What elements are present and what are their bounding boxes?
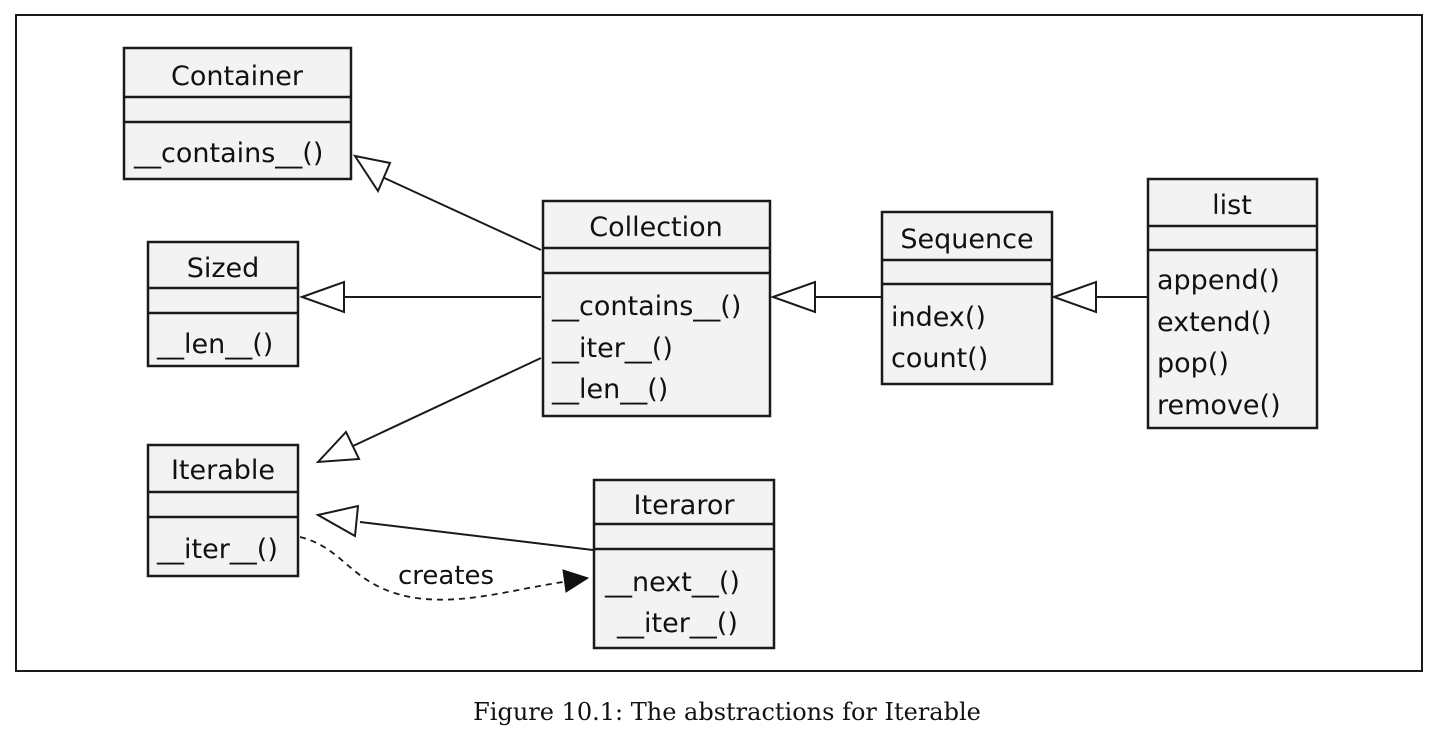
class-collection: Collection __contains__() __iter__() __l… (541, 199, 772, 418)
method: __len__() (156, 329, 273, 360)
class-iterable: Iterable __iter__() (146, 443, 300, 578)
inheritance-arrowhead-iterable (315, 430, 361, 464)
method: __iter__() (551, 333, 673, 364)
edge-collection-container (379, 175, 542, 251)
edge-iteraror-iterable (359, 521, 594, 551)
class-name: Container (171, 61, 304, 92)
method: index() (891, 302, 986, 333)
class-list: list append() extend() pop() remove() (1146, 177, 1319, 430)
class-name: Sized (187, 253, 260, 284)
method: pop() (1157, 348, 1229, 379)
inheritance-arrowhead-iterable-2 (315, 504, 360, 538)
method: __iter__() (616, 608, 738, 639)
class-container: Container __contains__() (122, 46, 353, 181)
class-iteraror: Iteraror __next__() __iter__() (592, 478, 776, 650)
class-name: list (1212, 190, 1252, 221)
inheritance-arrowhead-collection (770, 280, 816, 314)
method: remove() (1157, 390, 1281, 421)
method: append() (1157, 265, 1280, 296)
class-name: Iteraror (634, 490, 736, 521)
method: __iter__() (156, 534, 278, 565)
method: __len__() (551, 374, 668, 405)
class-name: Iterable (171, 455, 275, 486)
inheritance-arrowhead-sized (299, 280, 345, 314)
class-name: Sequence (900, 224, 1033, 255)
inheritance-arrowhead-sequence (1051, 280, 1097, 314)
dependency-arrowhead (562, 569, 590, 593)
inheritance-arrowhead-container (352, 154, 392, 194)
method: __next__() (604, 567, 740, 598)
edge-collection-iterable (352, 357, 542, 447)
method: extend() (1157, 307, 1272, 338)
method: __contains__() (133, 138, 323, 169)
method: __contains__() (551, 291, 741, 322)
class-sized: Sized __len__() (146, 240, 300, 368)
creates-dependency (299, 536, 564, 601)
creates-label: creates (398, 561, 494, 591)
figure-caption: Figure 10.1: The abstractions for Iterab… (473, 698, 981, 726)
class-sequence: Sequence index() count() (880, 210, 1054, 386)
class-name: Collection (589, 212, 723, 243)
method: count() (891, 343, 988, 374)
